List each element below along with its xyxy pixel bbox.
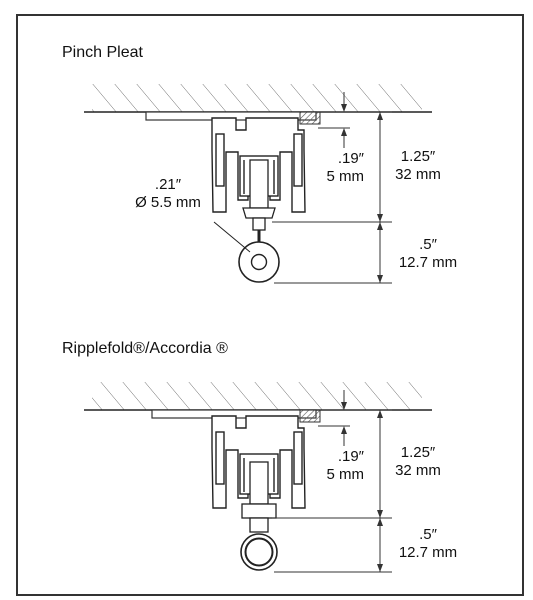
inner-height-metric: 5 mm bbox=[326, 168, 365, 185]
track-height-label: 1.25″ 32 mm bbox=[388, 148, 448, 184]
carrier-drop-imperial: .5″ bbox=[419, 236, 437, 253]
carrier-drop-label: .5″ 12.7 mm bbox=[388, 236, 468, 272]
section-title-pinch-pleat: Pinch Pleat bbox=[62, 44, 143, 61]
inner-height-imperial: .19″ bbox=[337, 150, 364, 167]
ripplefold-drawing bbox=[84, 382, 432, 573]
track-height-imperial: 1.25″ bbox=[400, 444, 436, 461]
dimension-arrows bbox=[341, 402, 383, 572]
carrier-drop-imperial: .5″ bbox=[419, 526, 437, 543]
carrier-drop-metric: 12.7 mm bbox=[398, 544, 458, 561]
ceiling-hatch bbox=[84, 84, 432, 113]
inner-height-label: .19″ 5 mm bbox=[316, 448, 365, 484]
pinch-pleat-drawing bbox=[84, 84, 432, 284]
hole-leader-line bbox=[213, 221, 251, 253]
dimension-lines bbox=[272, 390, 392, 573]
inner-height-imperial: .19″ bbox=[337, 448, 364, 465]
track-height-metric: 32 mm bbox=[395, 462, 441, 479]
hole-diameter-metric: Ø 5.5 mm bbox=[135, 194, 201, 211]
inner-height-metric: 5 mm bbox=[326, 466, 365, 483]
carrier-drop-label: .5″ 12.7 mm bbox=[388, 526, 468, 562]
hole-diameter-label: .21″ Ø 5.5 mm bbox=[126, 176, 210, 212]
carrier-eyelet bbox=[238, 230, 280, 283]
section-title-ripplefold: Ripplefold®/Accordia ® bbox=[62, 340, 228, 357]
track-height-metric: 32 mm bbox=[395, 166, 441, 183]
dimension-lines bbox=[272, 92, 392, 284]
carrier-ring bbox=[240, 533, 278, 571]
hole-diameter-imperial: .21″ bbox=[154, 176, 182, 193]
carrier-stem bbox=[241, 461, 277, 533]
carrier-stem bbox=[242, 159, 276, 231]
track-profile bbox=[211, 117, 306, 213]
ceiling-hatch bbox=[84, 382, 432, 411]
track-height-label: 1.25″ 32 mm bbox=[388, 444, 448, 480]
mounting-clip bbox=[299, 409, 321, 423]
mounting-clip bbox=[299, 111, 321, 125]
carrier-drop-metric: 12.7 mm bbox=[398, 254, 458, 271]
track-height-imperial: 1.25″ bbox=[400, 148, 436, 165]
inner-height-label: .19″ 5 mm bbox=[316, 150, 365, 186]
dimension-arrows bbox=[341, 104, 383, 283]
